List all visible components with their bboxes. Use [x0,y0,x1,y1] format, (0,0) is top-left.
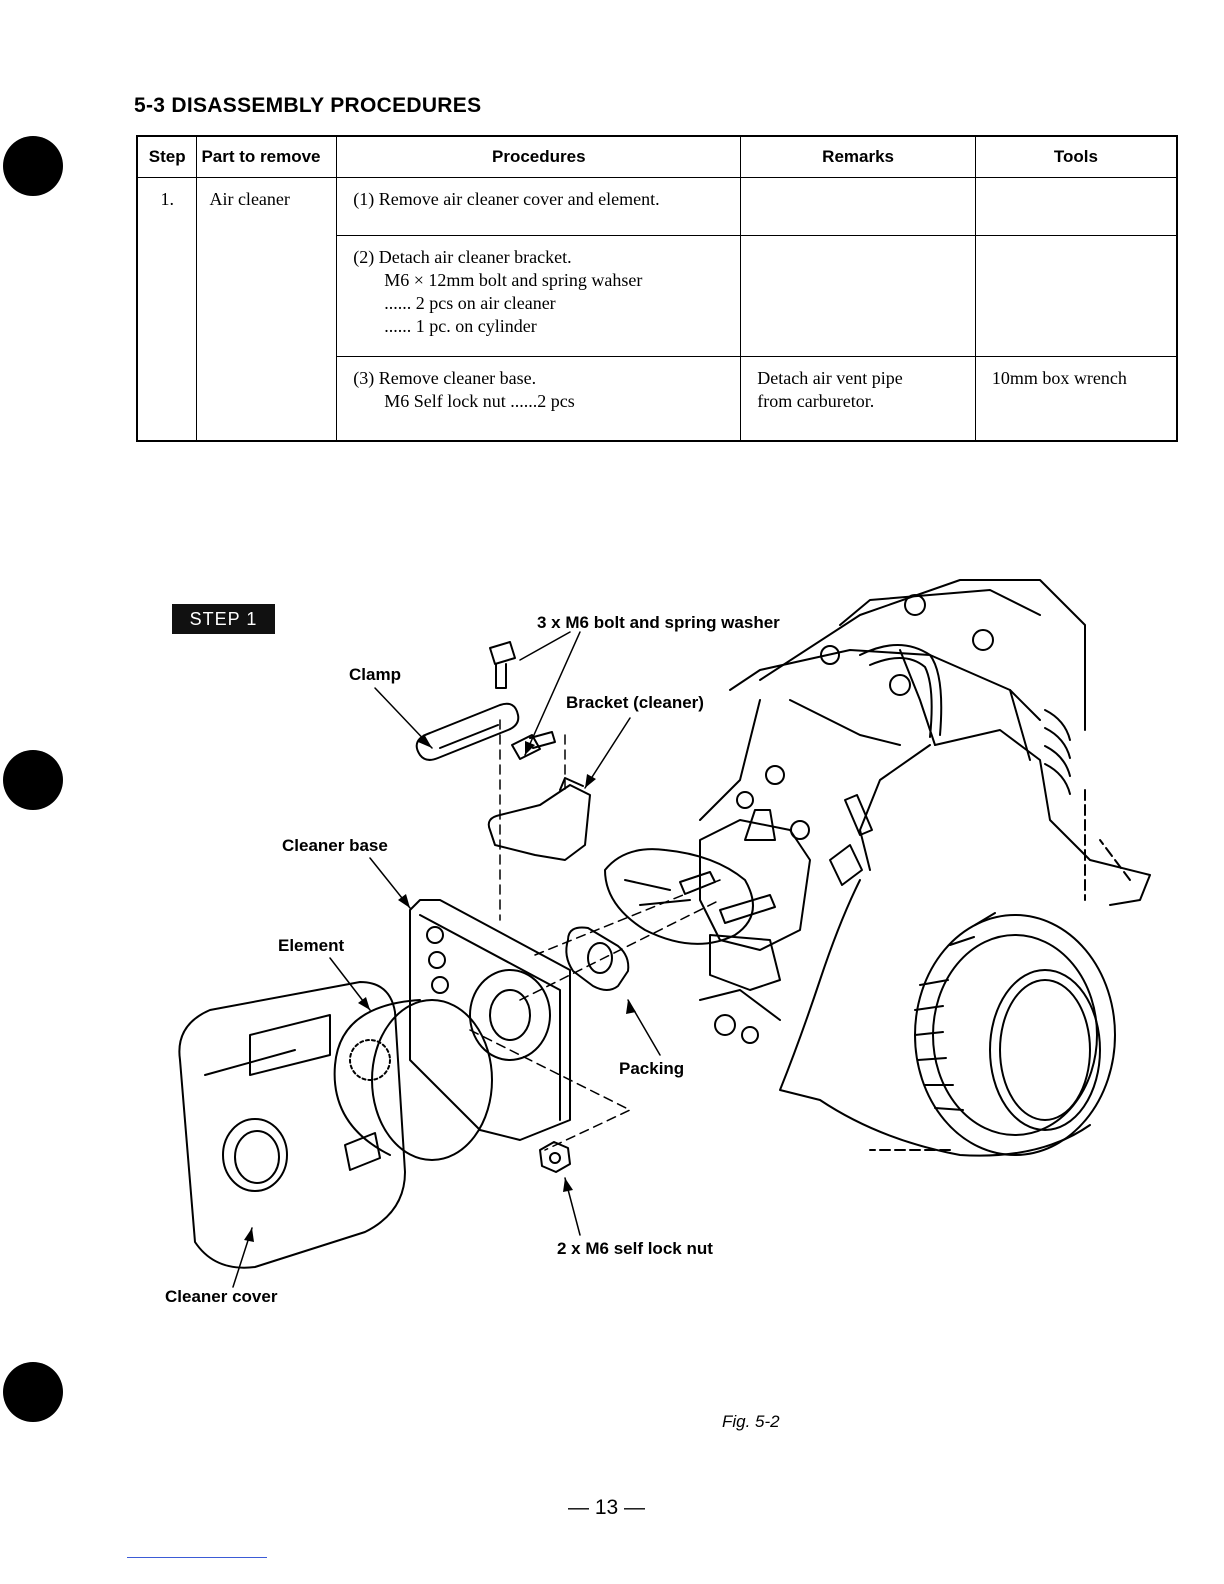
procedure-line: ...... 2 pcs on air cleaner [384,293,556,313]
part-name: Air cleaner [196,177,338,442]
procedure-line: M6 × 12mm bolt and spring wahser [384,270,643,290]
clamp-drawing [415,702,520,761]
remarks-cell: Detach air vent pipe from carburetor. [740,356,976,442]
procedure-line: (3) Remove cleaner base. [353,368,537,388]
step-number: 1. [136,177,198,442]
table-header-row: Step Part to remove Procedures Remarks T… [136,135,1178,178]
label-bolt-washer: 3 x M6 bolt and spring washer [537,613,780,632]
procedure-line: M6 Self lock nut ......2 pcs [384,391,575,411]
label-element: Element [278,936,345,955]
binder-hole-top [3,136,63,196]
header-tools: Tools [974,135,1178,178]
leader-arrows [232,631,661,1288]
label-cleaner-base: Cleaner base [282,836,388,855]
remarks-line: from carburetor. [757,391,875,411]
procedure-cell: (2) Detach air cleaner bracket. M6 × 12m… [336,235,742,357]
procedure-line: ...... 1 pc. on cylinder [384,316,537,336]
engine-drawing [604,579,1151,1157]
binder-hole-middle [3,750,63,810]
cleaner-cover-drawing [178,981,406,1269]
step-badge: STEP 1 [172,604,275,634]
page-number: — 13 — [568,1496,646,1519]
remarks-cell [740,177,976,236]
table-row: 1. Air cleaner (1) Remove air cleaner co… [136,177,1178,442]
tools-cell [974,235,1178,357]
exploded-view-illustration [178,579,1151,1288]
label-bracket: Bracket (cleaner) [566,693,704,712]
section-title: 5-3 DISASSEMBLY PROCEDURES [134,94,482,117]
table-row: (2) Detach air cleaner bracket. M6 × 12m… [137,235,1178,357]
procedure-cell: (3) Remove cleaner base. M6 Self lock nu… [336,356,742,442]
figure-caption: Fig. 5-2 [722,1412,780,1431]
label-clamp: Clamp [349,665,401,684]
procedure-line: (1) Remove air cleaner cover and element… [353,189,660,209]
self-lock-nut-drawing [539,1141,571,1173]
label-packing: Packing [619,1059,685,1078]
binder-hole-bottom [3,1362,63,1422]
tools-cell [974,177,1178,236]
header-remarks: Remarks [740,135,976,178]
procedure-cell: (1) Remove air cleaner cover and element… [336,177,742,236]
tools-cell: 10mm box wrench [974,356,1178,442]
element-drawing [333,999,493,1161]
bolt-drawings [489,641,556,760]
remarks-cell [740,235,976,357]
bracket-drawing [487,777,591,861]
procedure-line: (2) Detach air cleaner bracket. [353,247,572,267]
remarks-line: Detach air vent pipe [757,368,903,388]
label-cleaner-cover: Cleaner cover [165,1287,278,1306]
table-row: (3) Remove cleaner base. M6 Self lock nu… [137,356,1178,442]
header-part: Part to remove [196,135,338,178]
procedure-table: Step Part to remove Procedures Remarks T… [136,135,1178,442]
label-self-lock-nut: 2 x M6 self lock nut [557,1239,713,1258]
packing-drawing [565,926,630,991]
cleaner-base-drawing [409,899,571,1141]
footer-rule [127,1557,267,1558]
header-procedures: Procedures [336,135,742,178]
header-step: Step [136,135,198,178]
